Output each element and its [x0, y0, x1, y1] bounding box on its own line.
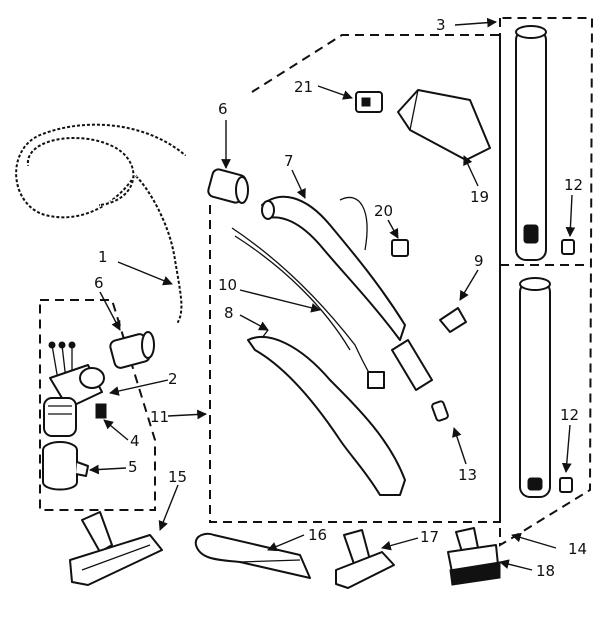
callout-13: 13: [458, 466, 477, 484]
hose-cuff-lower: [109, 331, 155, 369]
callout-9: 9: [474, 252, 484, 270]
callout-15: 15: [168, 468, 187, 486]
wand-lower: [519, 277, 551, 498]
callout-3: 3: [436, 16, 446, 34]
handle-nozzle: [391, 339, 433, 391]
wire-harness: [231, 227, 385, 389]
floor-tool: [69, 511, 163, 586]
callout-21: 21: [294, 78, 313, 96]
callout-18: 18: [536, 562, 555, 580]
callout-labels: 1 2 3 4 5 6 6 7 8 9 10 11 12 12 13 14 15…: [94, 16, 587, 580]
callout-5: 5: [128, 458, 138, 476]
callout-8: 8: [224, 304, 234, 322]
switch: [355, 91, 383, 113]
handle-lower: [247, 329, 406, 496]
nut: [391, 239, 409, 257]
callout-14: 14: [568, 540, 587, 558]
wand-group-box: [499, 17, 594, 547]
leader-lines: [89, 17, 576, 571]
connector-cap: [439, 307, 467, 333]
callout-6-upper: 6: [218, 100, 228, 118]
handle-upper: [261, 195, 406, 341]
callout-6-lower: 6: [94, 274, 104, 292]
callout-7: 7: [284, 152, 294, 170]
callout-12-lower: 12: [560, 406, 579, 424]
flexible-hose: [13, 121, 187, 324]
callout-4: 4: [130, 432, 140, 450]
hose-assembly-group-box: [39, 299, 156, 511]
callout-19: 19: [470, 188, 489, 206]
wand-latch-upper: [561, 239, 575, 255]
switch-cover: [397, 89, 491, 161]
swivel-ring: [42, 441, 89, 491]
hose-cuff-upper: [207, 168, 249, 204]
callout-16: 16: [308, 526, 327, 544]
upholstery-tool: [335, 529, 395, 589]
small-clip: [431, 400, 449, 422]
clip: [95, 403, 107, 419]
wand-upper: [515, 25, 547, 261]
callout-11: 11: [150, 408, 169, 426]
callout-17: 17: [420, 528, 439, 546]
callout-2: 2: [168, 370, 178, 388]
swivel-assembly: [43, 341, 105, 437]
callout-10: 10: [218, 276, 237, 294]
wand-latch-lower: [559, 477, 573, 493]
dusting-brush: [447, 527, 501, 586]
callout-20: 20: [374, 202, 393, 220]
crevice-tool: [194, 532, 311, 579]
callout-1: 1: [98, 248, 108, 266]
callout-12-upper: 12: [564, 176, 583, 194]
